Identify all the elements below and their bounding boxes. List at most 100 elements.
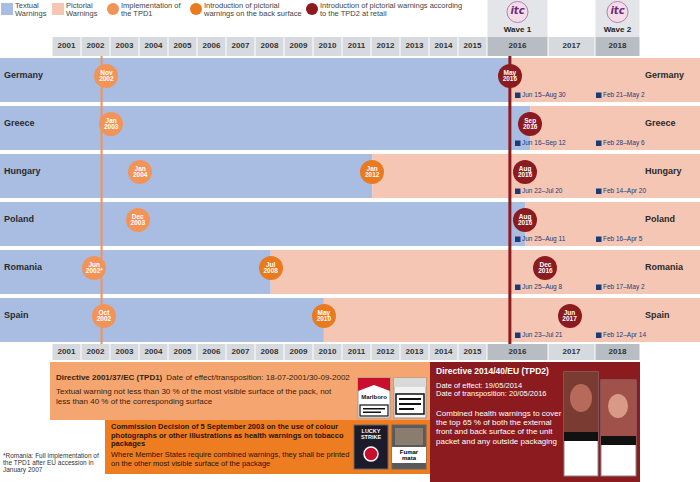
year-label: 2010 [319, 41, 337, 50]
panel-heading: Directive 2001/37/EC (TPD1) [56, 373, 162, 382]
panel-heading: Directive 2014/40/EU (TPD2) [436, 367, 562, 377]
country-name: Germany [645, 71, 684, 81]
date-text: Jun 2002* [83, 262, 105, 275]
pictorial-band [324, 298, 700, 342]
wave-tab [596, 0, 640, 37]
year-cell [285, 344, 313, 360]
date-text: Jun 2017 [559, 310, 581, 323]
tpd1-box: Directive 2001/37/EC (TPD1) Date of effec… [50, 362, 430, 420]
year-label: 2012 [377, 41, 395, 50]
pack-photo [601, 380, 636, 436]
date-circle: May 2010 [312, 304, 336, 328]
year-label: 2008 [261, 347, 279, 356]
country-name: Spain [645, 311, 670, 321]
textual-band [0, 250, 271, 294]
date-text: Jul 2008 [260, 262, 282, 275]
date-circle: Aug 2016 [513, 160, 537, 184]
legend-swatch [1, 3, 13, 15]
year-cell [169, 344, 197, 360]
country-name: Greece [645, 119, 676, 129]
year-cell [314, 37, 342, 56]
pack-warning [564, 432, 598, 441]
year-label: 2016 [509, 347, 527, 356]
textual-band [0, 202, 525, 246]
heading-line: Directive 2001/37/EC (TPD1) Date of effec… [56, 366, 424, 384]
date-circle: Dec 2016 [533, 256, 557, 280]
pack [601, 380, 636, 476]
survey-period: Jun 25–Aug 11 [522, 235, 565, 242]
date-text: Jan 2012 [361, 166, 383, 179]
period-marker [596, 93, 602, 99]
date-text: May 2016 [499, 70, 521, 83]
legend-text: Textual Warnings [15, 2, 51, 19]
year-label: 2017 [563, 347, 581, 356]
year-label: 2005 [174, 41, 192, 50]
survey-period: Feb 21–May 2 [603, 91, 645, 98]
itc-logo [507, 2, 528, 23]
pack-logo [364, 447, 378, 461]
legend-swatch [306, 3, 318, 15]
survey-period: Jun 22–Jul 20 [522, 187, 562, 194]
year-label: 2001 [58, 41, 76, 50]
year-label: 2008 [261, 41, 279, 50]
pack-text: Fumar mata [393, 449, 425, 461]
period-marker [596, 237, 602, 243]
year-label: 2002 [87, 41, 105, 50]
date-text: Dec 2003 [127, 214, 149, 227]
panel-text: Date of transposition: 20/05/2016 [436, 390, 562, 399]
date-circle: Dec 2003 [126, 208, 150, 232]
year-label: 2014 [435, 41, 453, 50]
legend-swatch [107, 3, 119, 15]
survey-period: Jun 16–Sep 12 [522, 139, 566, 146]
tpd1-panel [50, 362, 430, 420]
year-cell [169, 37, 197, 56]
year-label: 2005 [174, 347, 192, 356]
pack [354, 425, 388, 469]
period-marker [515, 189, 521, 195]
wave-label: Wave 1 [504, 25, 531, 34]
year-cell [488, 344, 548, 360]
year-cell [459, 344, 487, 360]
date-circle: Aug 2016 [513, 208, 537, 232]
pack-warning-line [399, 403, 421, 405]
year-label: 2016 [509, 41, 527, 50]
pack-lid [394, 378, 426, 387]
survey-period: Feb 12–Apr 14 [603, 331, 646, 338]
pack-warning [396, 394, 424, 414]
date-circle: Oct 2002 [92, 304, 116, 328]
year-cell [256, 37, 284, 56]
year-cell [596, 37, 640, 56]
pack-warning-line [363, 412, 381, 414]
date-circle: Sep 2016 [518, 112, 542, 136]
pack [394, 378, 426, 418]
pack-warning [392, 447, 426, 463]
year-cell [256, 344, 284, 360]
year-label: 2003 [116, 347, 134, 356]
year-cell [314, 344, 342, 360]
country-row: RomaniaRomaniaJun 2002*Jul 2008Dec 2016 [0, 250, 700, 294]
survey-period: Feb 14–Apr 20 [603, 187, 646, 194]
year-cell [140, 37, 168, 56]
pack-photo-detail [570, 384, 592, 412]
legend-swatch [190, 3, 202, 15]
country-name: Poland [4, 215, 34, 225]
year-cell [285, 37, 313, 56]
tpd1-packs [358, 378, 426, 418]
year-label: 2003 [116, 41, 134, 50]
pack [392, 425, 426, 469]
legend-text: Introduction of pictorial warnings on th… [204, 2, 302, 19]
decision-panel [105, 420, 430, 474]
pack-text: LUCKY STRIKE [355, 428, 387, 440]
survey-period: Feb 28–May 6 [603, 139, 645, 146]
pack-warning-line [399, 398, 421, 400]
date-circle: Jul 2008 [259, 256, 283, 280]
date-circle: May 2016 [498, 64, 522, 88]
country-row: GermanyGermanyNov 2002May 2016 [0, 58, 700, 102]
panel-date: Date of effect/transposition: 18-07-2001… [166, 373, 350, 382]
pictorial-band [372, 154, 700, 198]
itc-logo-text: itc [510, 5, 524, 16]
pack [564, 372, 598, 476]
period-marker [596, 285, 602, 291]
year-cell [343, 37, 371, 56]
year-label: 2006 [203, 347, 221, 356]
